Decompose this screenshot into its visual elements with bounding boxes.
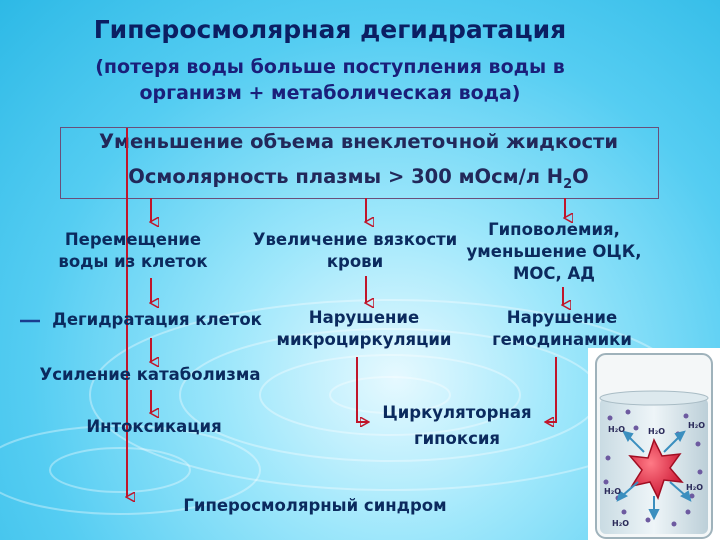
water-arrows	[616, 430, 692, 521]
water-labels: H₂O H₂O H₂O H₂O H₂O H₂O	[604, 421, 705, 528]
box-line-1: Уменьшение объема внеклеточной жидкости	[98, 130, 619, 153]
arrow-col3-to-hypoxia	[546, 357, 557, 422]
node-blood-viscosity-line-2: крови	[326, 252, 384, 271]
svg-text:H₂O: H₂O	[648, 427, 665, 436]
box-line-2-text: Осмолярность плазмы > 300 мОсм/л H	[128, 165, 564, 188]
node-blood-viscosity: Увеличение вязкости крови	[247, 229, 463, 273]
node-hemodynamics: Нарушение гемодинамики	[487, 307, 637, 351]
node-blood-viscosity-line-1: Увеличение вязкости	[252, 230, 458, 249]
node-circulatory-hypoxia-line-2: гипоксия	[413, 429, 501, 448]
node-hypovolemia-line-3: МОС, АД	[512, 264, 596, 283]
box-line-2-subscript: 2	[563, 176, 573, 192]
beaker-cell-image: H₂O H₂O H₂O H₂O H₂O H₂O	[595, 353, 713, 539]
svg-text:H₂O: H₂O	[608, 425, 625, 434]
svg-text:H₂O: H₂O	[612, 519, 629, 528]
node-circulatory-hypoxia-line-1: Циркуляторная	[382, 403, 532, 422]
subtitle-line-2: организм + метаболическая вода)	[139, 82, 521, 104]
arrow-col2-to-hypoxia	[356, 357, 368, 422]
node-water-shift-line-2: воды из клеток	[58, 252, 208, 271]
page-title: Гиперосмолярная дегидратация	[93, 15, 567, 44]
svg-text:H₂O: H₂O	[686, 483, 703, 492]
node-water-shift: Перемещение воды из клеток	[48, 229, 218, 273]
svg-text:H₂O: H₂O	[604, 487, 621, 496]
node-microcirculation: Нарушение микроциркуляции	[272, 307, 456, 351]
node-hemodynamics-line-1: Нарушение	[506, 308, 618, 327]
subtitle-line-1: (потеря воды больше поступления воды в	[95, 56, 565, 78]
box-line-2: Осмолярность плазмы > 300 мОсм/л H2O	[60, 163, 657, 199]
node-hyperosmolar-syndrome: Гиперосмолярный синдром	[183, 496, 447, 515]
svg-text:H₂O: H₂O	[688, 421, 705, 430]
node-water-shift-line-1: Перемещение	[64, 230, 202, 249]
beaker-illustration: H₂O H₂O H₂O H₂O H₂O H₂O	[588, 348, 720, 540]
node-circulatory-hypoxia: Циркуляторная гипоксия	[376, 400, 538, 452]
node-catabolism: Усиление катаболизма	[39, 365, 261, 384]
box-line-2-suffix: O	[572, 165, 589, 188]
node-microcirculation-line-2: микроциркуляции	[276, 330, 452, 349]
cell-shape	[628, 438, 684, 500]
node-hypovolemia: Гиповолемия, уменьшение ОЦК, МОС, АД	[464, 219, 644, 285]
node-intoxication: Интоксикация	[86, 417, 222, 436]
node-cell-dehydration: Дегидратация клеток	[52, 310, 262, 329]
node-hypovolemia-line-1: Гиповолемия,	[488, 220, 620, 239]
node-hemodynamics-line-2: гемодинамики	[492, 330, 632, 349]
summary-box	[60, 127, 659, 199]
page-subtitle: (потеря воды больше поступления воды в о…	[0, 54, 660, 106]
node-hypovolemia-line-2: уменьшение ОЦК,	[466, 242, 642, 261]
node-microcirculation-line-1: Нарушение	[308, 308, 420, 327]
